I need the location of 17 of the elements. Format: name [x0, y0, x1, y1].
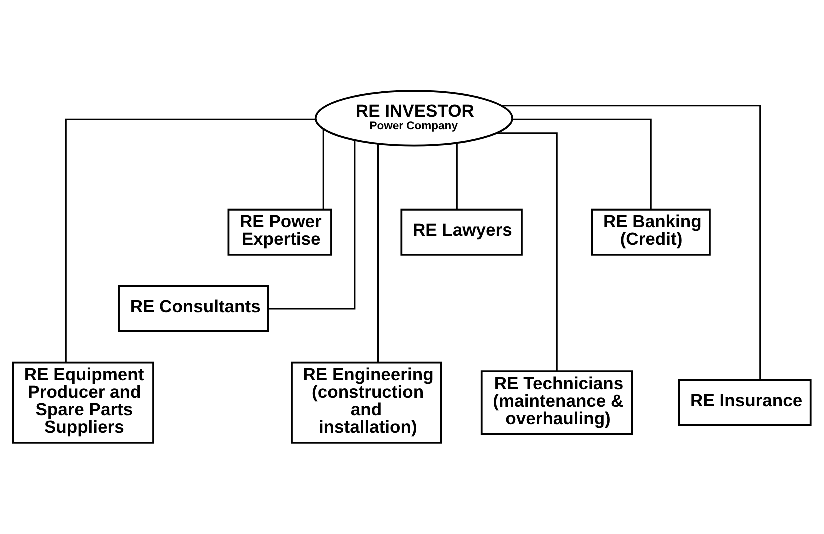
node-box: RE Banking (Credit) [591, 208, 711, 256]
connector [377, 144, 380, 363]
node-box: RE Insurance [678, 379, 812, 426]
node-box: RE Technicians (maintenance & overhauling) [480, 370, 634, 436]
connector [322, 129, 324, 210]
node-box: RE Equipment Producer and Spare Parts Suppliers [12, 362, 154, 444]
node-box: RE Engineering (construction and installation) [291, 362, 442, 444]
connector [65, 118, 316, 362]
connector [512, 118, 652, 210]
connector [496, 132, 558, 372]
node-box: RE Power Expertise [228, 208, 332, 256]
node-box: RE Lawyers [400, 208, 523, 256]
node-box: RE Consultants [118, 285, 270, 332]
node-ellipse: RE INVESTOR Power Company [314, 90, 514, 147]
connector [502, 105, 762, 380]
connector [268, 140, 356, 310]
connector [456, 143, 458, 210]
